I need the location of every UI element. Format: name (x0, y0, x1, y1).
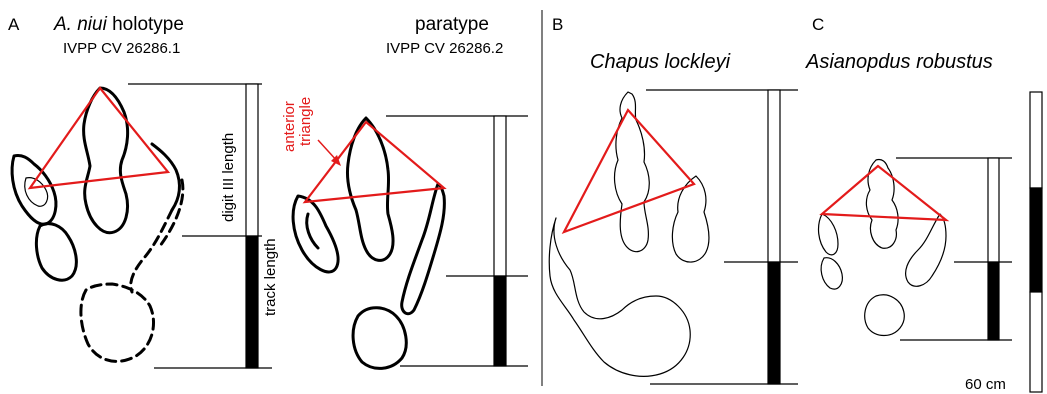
chapus-anterior-triangle (561, 108, 696, 235)
panel-a-title: A. niui holotype (53, 14, 184, 35)
holotype-digit-ii (10, 154, 58, 226)
holotype-digit-iv-dashed (129, 208, 174, 294)
scale-bar-60cm (1029, 91, 1043, 393)
paratype-footprint (291, 116, 447, 370)
paratype-digit-ii (291, 194, 340, 274)
holotype-footprint (10, 86, 185, 363)
holotype-digit-ii-proximal (34, 222, 78, 282)
holotype-track-bar (245, 235, 259, 369)
holotype-digit-iii-bar (245, 83, 259, 237)
holotype-digit-iii (82, 86, 130, 235)
scale-bar-segment-2 (1029, 187, 1043, 293)
anterior-triangle-label-line1: anterior (281, 101, 298, 152)
panel-b-title: Chapus lockleyi (590, 51, 731, 73)
asianopdus-digit-iv (905, 213, 947, 287)
asianopdus-digit-iii-bar (987, 157, 1000, 263)
asianopdus-length-bars (896, 157, 1012, 341)
holotype-digit-iv-top (150, 142, 181, 212)
anterior-triangle-label-line2: triangle (297, 97, 314, 146)
asianopdus-footprint (817, 158, 950, 337)
holotype-anterior-triangle (27, 86, 171, 190)
asianopdus-digit-ii-proximal (820, 257, 843, 290)
chapus-digit-iv (671, 175, 710, 263)
paratype-digit-iii-bar (493, 115, 507, 277)
paratype-digit-iv (400, 182, 446, 316)
asianopdus-track-bar (987, 261, 1000, 341)
chapus-digit-ii-and-heel (548, 217, 691, 377)
panel-a-letter: A (8, 15, 20, 34)
panel-a-specimen: IVPP CV 26286.1 (63, 40, 180, 57)
paratype-specimen: IVPP CV 26286.2 (386, 40, 503, 57)
holotype-digit-ii-pad (24, 177, 49, 207)
panel-a-title-type: holotype (107, 14, 184, 35)
holotype-heel-pad (79, 282, 155, 363)
chapus-length-bars (646, 89, 798, 385)
asianopdus-anterior-triangle (819, 164, 950, 222)
paratype-track-bar (493, 275, 507, 367)
digit-iii-length-label: digit III length (220, 133, 237, 222)
chapus-digit-iii-bar (767, 89, 781, 263)
asianopdus-heel-pad (864, 294, 905, 337)
scale-bar-segment-1 (1029, 91, 1043, 189)
holotype-digit-iv-outer-dashed (158, 178, 185, 248)
paratype-heel-pad (351, 306, 408, 370)
paratype-length-bars (386, 115, 528, 367)
chapus-digit-iii (613, 91, 650, 253)
scale-bar-segment-3 (1029, 291, 1043, 393)
chapus-footprint (548, 91, 710, 377)
paratype-title: paratype (415, 14, 489, 35)
paratype-digit-iii (346, 116, 395, 262)
panel-a-title-species: A. niui (53, 14, 108, 35)
panel-c-title: Asianopdus robustus (805, 51, 993, 73)
asianopdus-digit-ii (817, 213, 839, 256)
paratype-digit-ii-crease (305, 212, 320, 250)
chapus-track-bar (767, 261, 781, 385)
panel-b-letter: B (552, 15, 563, 34)
asianopdus-digit-iii (865, 158, 899, 249)
track-length-label: track length (262, 238, 279, 316)
holotype-length-bars (128, 83, 272, 369)
panel-c-letter: C (812, 15, 824, 34)
paratype-anterior-triangle (302, 120, 447, 204)
scale-bar-label: 60 cm (965, 376, 1006, 393)
